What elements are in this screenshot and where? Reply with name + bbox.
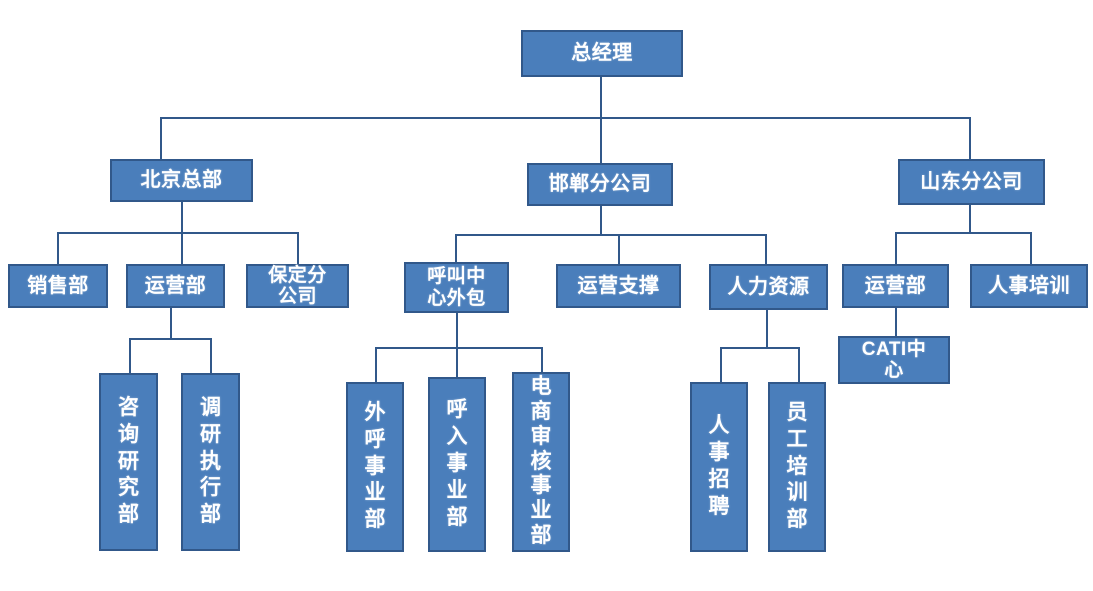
- node-label: 员 工 培 训 部: [786, 400, 808, 532]
- node-call-center-outsourcing[interactable]: 呼叫中 心外包: [404, 262, 509, 313]
- node-shandong-branch[interactable]: 山东分公司: [898, 159, 1045, 205]
- node-label: 调 研 执 行 部: [200, 395, 221, 527]
- node-label: 呼 入 事 业 部: [446, 398, 468, 529]
- connector-callcenter-down: [456, 313, 458, 348]
- connector-hr-to-training: [798, 347, 800, 382]
- node-shandong-operations-department[interactable]: 运营部: [842, 264, 949, 308]
- node-general-manager[interactable]: 总经理: [521, 30, 683, 77]
- node-ecommerce-review-division[interactable]: 电 商 审 核 事 业 部: [512, 372, 570, 552]
- node-research-execution-department[interactable]: 调 研 执 行 部: [181, 373, 240, 551]
- connector-handan-bus: [455, 234, 766, 236]
- node-label: 运营部: [144, 274, 207, 297]
- connector-bus-to-beijing: [160, 117, 162, 159]
- node-label: 人事培训: [988, 274, 1070, 297]
- node-outbound-call-division[interactable]: 外 呼 事 业 部: [346, 382, 404, 552]
- node-beijing-headquarters[interactable]: 北京总部: [110, 159, 253, 202]
- node-label: 人 事 招 聘: [708, 414, 730, 518]
- connector-shandongops-to-cati: [895, 308, 897, 336]
- node-label: 北京总部: [140, 169, 223, 192]
- node-handan-branch[interactable]: 邯郸分公司: [527, 163, 673, 206]
- node-employee-training-department[interactable]: 员 工 培 训 部: [768, 382, 826, 552]
- node-label: 外 呼 事 业 部: [364, 400, 386, 532]
- connector-beijing-to-ops: [181, 232, 183, 264]
- node-label: 电 商 审 核 事 业 部: [530, 375, 552, 547]
- node-hr-training[interactable]: 人事培训: [970, 264, 1088, 308]
- node-hr-recruitment[interactable]: 人 事 招 聘: [690, 382, 748, 552]
- connector-handan-to-opsupport: [618, 234, 620, 264]
- node-label: 邯郸分公司: [548, 173, 652, 196]
- connector-beijing-to-baoding: [297, 232, 299, 264]
- node-label: 运营支撑: [577, 274, 660, 297]
- node-label: 总经理: [571, 42, 633, 65]
- connector-root-down: [600, 77, 602, 118]
- connector-handan-down: [600, 206, 602, 235]
- node-label: 咨 询 研 究 部: [118, 395, 139, 527]
- node-human-resources[interactable]: 人力资源: [709, 264, 828, 310]
- connector-bus-to-handan: [600, 117, 602, 163]
- node-label: 销售部: [27, 274, 89, 297]
- connector-shandong-down: [969, 205, 971, 233]
- node-baoding-branch[interactable]: 保定分 公司: [246, 264, 349, 308]
- connector-handan-to-callcenter: [455, 234, 457, 262]
- connector-callcenter-to-inbound: [456, 347, 458, 377]
- connector-beijing-to-sales: [57, 232, 59, 264]
- node-label: 保定分 公司: [268, 264, 327, 307]
- connector-callcenter-to-outbound: [375, 347, 377, 382]
- connector-shandong-to-ops: [895, 232, 897, 264]
- node-cati-center[interactable]: CATI中 心: [838, 336, 950, 384]
- node-inbound-call-division[interactable]: 呼 入 事 业 部: [428, 377, 486, 552]
- connector-beijingops-down: [170, 308, 172, 339]
- connector-beijing-down: [181, 202, 183, 233]
- connector-shandong-bus: [895, 232, 1031, 234]
- connector-shandong-to-hrtraining: [1030, 232, 1032, 264]
- connector-hr-down: [766, 310, 768, 348]
- connector-level2-bus: [160, 117, 971, 119]
- node-label: 人力资源: [727, 275, 810, 298]
- connector-handan-to-hr: [765, 234, 767, 264]
- connector-beijingops-bus: [129, 338, 212, 340]
- node-consulting-research-department[interactable]: 咨 询 研 究 部: [99, 373, 158, 551]
- node-sales-department[interactable]: 销售部: [8, 264, 108, 308]
- node-label: CATI中 心: [861, 338, 927, 381]
- node-label: 呼叫中 心外包: [427, 266, 486, 309]
- node-label: 运营部: [864, 274, 927, 297]
- connector-callcenter-to-ecommerce: [541, 347, 543, 372]
- node-operations-support[interactable]: 运营支撑: [556, 264, 681, 308]
- connector-hr-bus: [720, 347, 800, 349]
- connector-beijingops-to-consulting: [129, 338, 131, 373]
- node-label: 山东分公司: [920, 170, 1023, 193]
- connector-beijingops-to-research: [210, 338, 212, 373]
- connector-bus-to-shandong: [969, 117, 971, 159]
- node-beijing-operations-department[interactable]: 运营部: [126, 264, 225, 308]
- connector-beijing-bus: [57, 232, 299, 234]
- connector-hr-to-recruit: [720, 347, 722, 382]
- connector-callcenter-bus: [375, 347, 542, 349]
